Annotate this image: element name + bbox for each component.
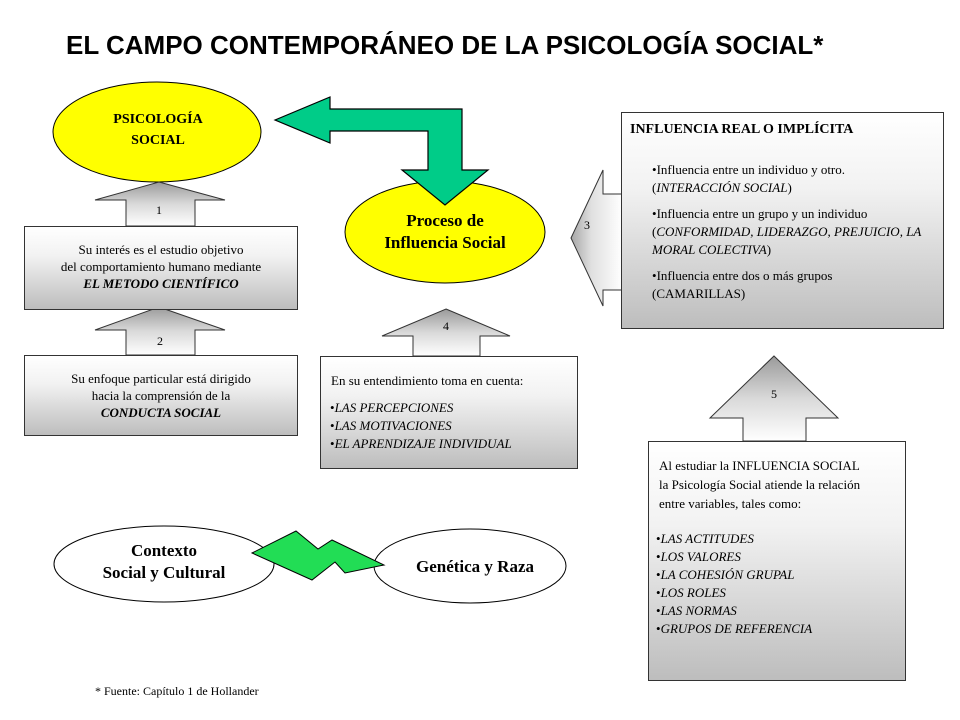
box-variables: Al estudiar la INFLUENCIA SOCIAL la Psic… [648,441,906,681]
influencia-item-3-text: Influencia entre dos o más grupos [656,268,833,283]
arrow-1-number: 1 [156,203,162,217]
footnote: * Fuente: Capítulo 1 de Hollander [95,684,259,698]
list-item: LAS MOTIVACIONES [330,417,577,435]
influencia-item-3-paren: (CAMARILLAS) [652,286,746,301]
page-title: EL CAMPO CONTEMPORÁNEO DE LA PSICOLOGÍA … [66,30,824,60]
list-item: LOS ROLES [656,584,812,602]
box1-line1: Su interés es el estudio objetivo [78,242,244,257]
proceso-label: Proceso de Influencia Social [352,210,538,254]
box5-list: LAS ACTITUDES LOS VALORES LA COHESIÓN GR… [656,530,813,638]
contexto-line2: Social y Cultural [102,563,226,582]
lightning-bolt [250,530,386,581]
box5-intro: Al estudiar la INFLUENCIA SOCIAL la Psic… [659,456,905,513]
list-item: LA COHESIÓN GRUPAL [656,566,812,584]
list-item: LAS PERCEPCIONES [330,399,577,417]
influencia-item-1-paren: INTERACCIÓN SOCIAL [656,180,788,195]
list-item: LOS VALORES [656,548,812,566]
box5-intro-3: entre variables, tales como: [659,496,802,511]
box1-line3: EL METODO CIENTÍFICO [83,276,239,291]
list-item: GRUPOS DE REFERENCIA [656,620,813,638]
influencia-header: INFLUENCIA REAL O IMPLÍCITA [630,122,854,137]
psicologia-line1: PSICOLOGÍA [113,112,203,127]
box-entendimiento: En su entendimiento toma en cuenta: LAS … [320,356,578,469]
influencia-item-3: •Influencia entre dos o más grupos (CAMA… [652,267,937,303]
influencia-item-2-text: Influencia entre un grupo y un individuo [656,206,868,221]
box5-intro-1: Al estudiar la INFLUENCIA SOCIAL [659,458,860,473]
box2-line3: CONDUCTA SOCIAL [100,405,222,420]
proceso-line2: Influencia Social [384,233,506,252]
contexto-ellipse [53,525,275,603]
arrow-4-number: 4 [443,319,449,333]
proceso-line1: Proceso de [406,211,484,230]
influencia-item-2: •Influencia entre un grupo y un individu… [652,206,922,257]
arrow-5-number: 5 [771,387,777,401]
box-metodo-cientifico: Su interés es el estudio objetivo del co… [24,226,298,310]
influencia-item-1-text: Influencia entre un individuo y otro. [656,162,846,177]
box2-line2: hacia la comprensión de la [91,388,231,403]
contexto-label: Contexto Social y Cultural [64,540,264,584]
box-influencia-real: INFLUENCIA REAL O IMPLÍCITA •Influencia … [621,112,944,329]
psicologia-social-label: PSICOLOGÍA SOCIAL [83,109,233,151]
arrow-2-number: 2 [157,334,163,348]
arrow-3-number: 3 [584,218,590,232]
box1-line2: del comportamiento humano mediante [60,259,262,274]
psicologia-line2: SOCIAL [131,133,185,148]
influencia-item-1: •Influencia entre un individuo y otro. (… [652,162,846,195]
list-item: EL APRENDIZAJE INDIVIDUAL [330,435,577,453]
list-item: LAS ACTITUDES [656,530,812,548]
influencia-list: •Influencia entre un individuo y otro. (… [652,161,937,303]
contexto-line1: Contexto [130,541,198,560]
influencia-item-2-paren: CONFORMIDAD, LIDERAZGO, PREJUICIO, LA MO… [652,224,922,257]
arrow-3 [570,169,623,307]
box4-intro: En su entendimiento toma en cuenta: [331,373,524,388]
box-conducta-social: Su enfoque particular está dirigido haci… [24,355,298,436]
box2-line1: Su enfoque particular está dirigido [71,371,251,386]
feedback-arrow [273,96,490,206]
genetica-label: Genética y Raza [415,557,535,576]
list-item: LAS NORMAS [656,602,812,620]
box5-intro-2: la Psicología Social atiende la relación [659,477,861,492]
psicologia-social-ellipse [52,81,262,183]
